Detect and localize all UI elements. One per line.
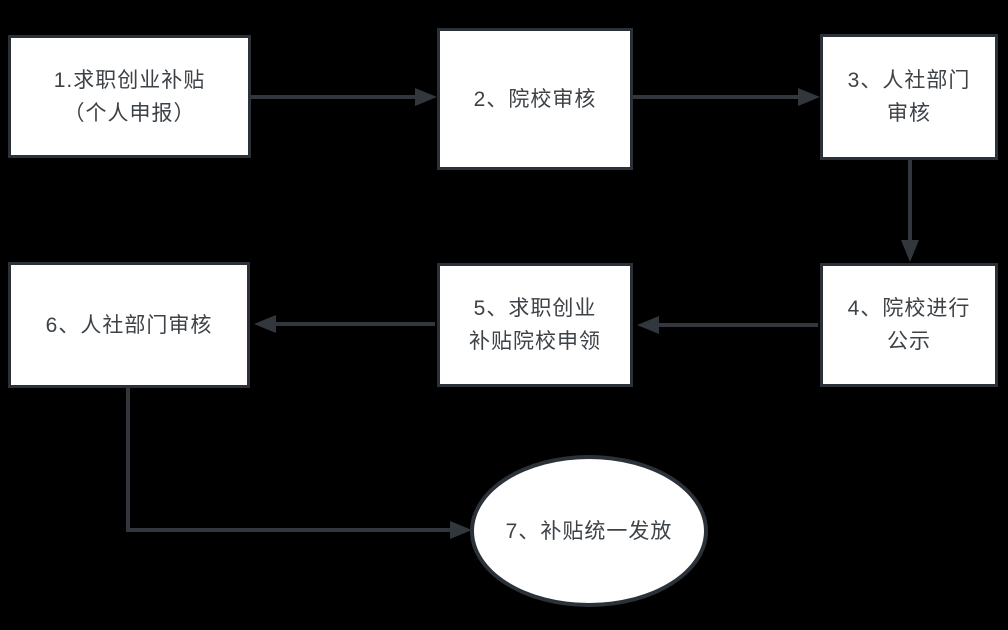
flow-step-2-line-1: 2、院校审核 (473, 87, 597, 111)
flow-step-5-line-2: 补贴院校申领 (469, 330, 601, 353)
arrow-step5-to-step6 (254, 315, 435, 333)
flow-step-4-label: 4、院校进行 公示 (848, 292, 971, 358)
flow-step-4-line-1: 4、院校进行 (847, 297, 971, 320)
flow-step-7-line-1: 7、补贴统一发放 (505, 519, 673, 543)
flow-step-5-line-1: 5、求职创业 (473, 297, 597, 320)
flow-step-2-label: 2、院校审核 (474, 83, 597, 116)
arrow-step4-to-step5 (637, 316, 818, 334)
flow-step-4: 4、院校进行 公示 (820, 263, 998, 387)
flow-step-7-terminal: 7、补贴统一发放 (470, 455, 708, 607)
flow-step-7-label: 7、补贴统一发放 (506, 515, 673, 548)
flow-step-3-label: 3、人社部门 审核 (848, 64, 971, 130)
flow-step-1-line-1: 1.求职创业补贴 (53, 68, 206, 92)
flow-step-6: 6、人社部门审核 (8, 262, 250, 388)
flow-step-5-label: 5、求职创业 补贴院校申领 (469, 292, 601, 358)
flow-step-2: 2、院校审核 (437, 28, 633, 170)
flow-step-1-line-2: （个人申报） (63, 101, 196, 125)
arrow-step3-to-step4 (901, 160, 919, 262)
flow-step-3-line-2: 审核 (887, 102, 931, 125)
flow-step-3: 3、人社部门 审核 (820, 34, 998, 160)
flow-step-3-line-1: 3、人社部门 (847, 69, 971, 92)
flow-step-1-label: 1.求职创业补贴 （个人申报） (54, 64, 206, 130)
flow-step-1: 1.求职创业补贴 （个人申报） (8, 35, 251, 158)
arrow-step2-to-step3 (633, 88, 820, 106)
flow-step-6-line-1: 6、人社部门审核 (45, 313, 213, 337)
flow-step-4-line-2: 公示 (887, 330, 931, 353)
flow-step-6-label: 6、人社部门审核 (46, 309, 213, 342)
arrow-step1-to-step2 (251, 88, 437, 106)
flow-step-5: 5、求职创业 补贴院校申领 (437, 263, 633, 387)
arrow-step6-to-step7 (126, 386, 472, 539)
